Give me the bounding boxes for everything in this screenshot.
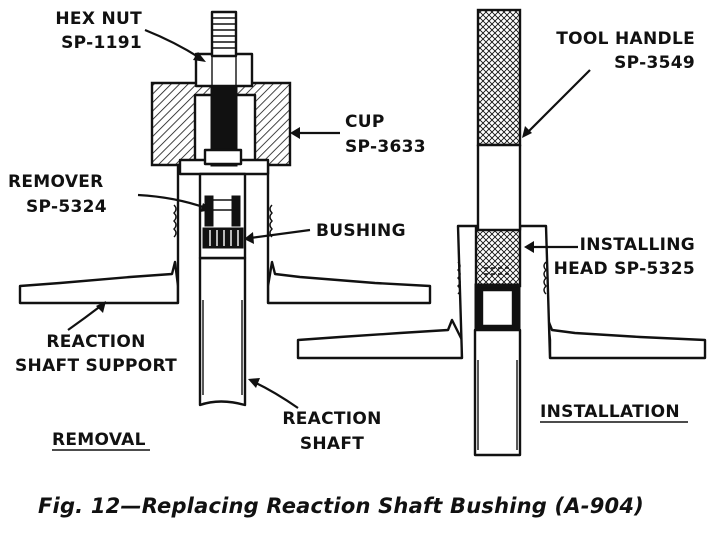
label-remover: REMOVER [8,172,104,192]
label-remover-part: SP-5324 [26,197,107,217]
hex-nut [194,52,254,88]
label-cup: CUP [345,112,385,132]
figure-caption: Fig. 12—Replacing Reaction Shaft Bushing… [38,494,644,518]
labels: HEX NUT SP-1191 CUP SP-3633 REMOVER SP-5… [8,9,695,454]
label-installing-head: INSTALLING [580,235,695,255]
label-bushing: BUSHING [316,221,406,241]
installing-head [474,226,522,288]
removal-assembly [18,10,432,407]
label-support-line1: REACTION [46,332,145,352]
label-cup-part: SP-3633 [345,137,426,157]
label-installation: INSTALLATION [540,402,680,422]
label-shaft-line1: REACTION [282,409,381,429]
installation-assembly [296,8,707,457]
label-installing-head-part: HEAD SP-5325 [554,259,695,279]
bushing [202,227,244,249]
label-removal: REMOVAL [52,430,146,450]
tool-handle [476,8,522,147]
reaction-shaft [198,256,247,407]
label-hex-nut: HEX NUT [55,9,142,29]
label-support-line2: SHAFT SUPPORT [15,356,177,376]
label-tool-handle-part: SP-3549 [614,53,695,73]
label-tool-handle: TOOL HANDLE [556,29,695,49]
reaction-shaft-support [18,260,180,305]
leader-lines [67,28,591,409]
label-hex-nut-part: SP-1191 [61,33,142,53]
label-shaft-line2: SHAFT [300,434,364,454]
